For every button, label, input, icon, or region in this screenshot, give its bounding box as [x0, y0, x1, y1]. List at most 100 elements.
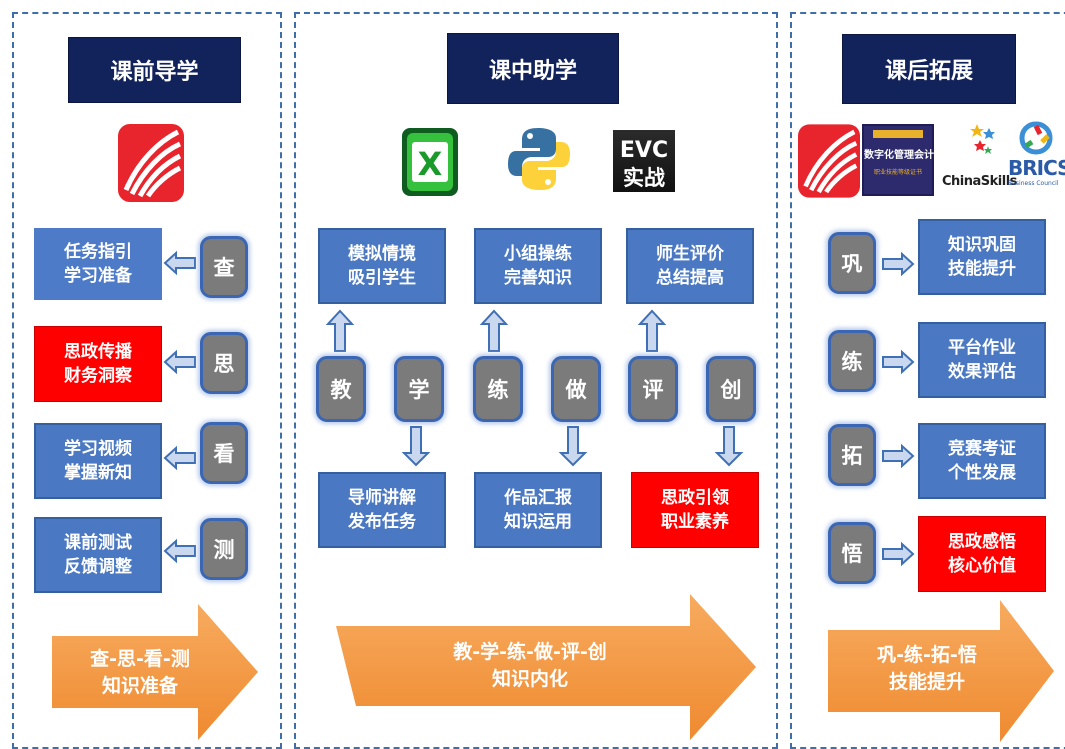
- right-panel: [790, 12, 1065, 749]
- box-line2: 技能提升: [948, 259, 1016, 279]
- box-line1: 作品汇报: [504, 488, 572, 508]
- left-row-1-box: 任务指引 学习准备: [34, 228, 162, 300]
- certificate-subtitle: 职业技能等级证书: [873, 169, 922, 176]
- chinaskills-stars-icon: [970, 124, 995, 154]
- box-line2: 核心价值: [948, 556, 1016, 576]
- box-line2: 个性发展: [948, 463, 1016, 483]
- middle-panel: [294, 12, 778, 749]
- box-line1: 思政传播: [64, 342, 132, 362]
- right-char-gong: 巩: [828, 232, 876, 294]
- box-line2: 掌握新知: [64, 463, 132, 483]
- arrow-line1: 巩-练-拓-悟: [877, 644, 977, 666]
- excel-icon: X: [402, 128, 458, 196]
- box-line2: 发布任务: [348, 512, 416, 532]
- right-panel-title: 课后拓展: [842, 34, 1016, 104]
- left-panel: [12, 12, 282, 749]
- left-row-2-box: 思政传播 财务洞察: [34, 326, 162, 402]
- chinaskills-logo-text: ChinaSkills: [942, 174, 1017, 189]
- evc-logo-icon: EVC 实战: [613, 130, 675, 192]
- left-arrow-text: 查-思-看-测 知识准备: [60, 646, 220, 700]
- arrow-down-icon: [401, 426, 431, 467]
- right-row-2-box: 平台作业 效果评估: [918, 322, 1046, 398]
- right-char-wu: 悟: [828, 522, 876, 584]
- svg-text:EVC: EVC: [620, 138, 668, 163]
- left-process-arrow-icon: [52, 604, 258, 740]
- middle-panel-title: 课中助学: [447, 33, 619, 104]
- box-line1: 平台作业: [948, 338, 1016, 358]
- arrow-right-icon: [882, 443, 915, 469]
- right-row-3-box: 竞赛考证 个性发展: [918, 423, 1046, 499]
- box-line2: 反馈调整: [64, 557, 132, 577]
- right-arrow-text: 巩-练-拓-悟 技能提升: [842, 642, 1012, 696]
- arrow-right-icon: [882, 541, 915, 567]
- mid-char-zuo: 做: [551, 356, 601, 422]
- mid-char-chuang: 创: [706, 356, 756, 422]
- box-line1: 师生评价: [656, 244, 724, 264]
- left-char-cha: 查: [200, 236, 248, 298]
- mid-char-ping: 评: [628, 356, 678, 422]
- box-line2: 财务洞察: [64, 366, 132, 386]
- brics-logo-icon: [1019, 121, 1053, 155]
- mid-top-box-3: 师生评价 总结提高: [626, 228, 754, 304]
- arrow-left-icon: [163, 445, 196, 471]
- box-line1: 课前测试: [64, 533, 132, 553]
- mid-char-lian: 练: [473, 356, 523, 422]
- left-char-ce: 测: [200, 518, 248, 580]
- mid-bottom-box-1: 导师讲解 发布任务: [318, 472, 446, 548]
- mid-top-box-2: 小组操练 完善知识: [474, 228, 602, 304]
- arrow-left-icon: [163, 349, 196, 375]
- left-row-3-box: 学习视频 掌握新知: [34, 423, 162, 499]
- arrow-down-icon: [558, 426, 588, 467]
- box-line1: 模拟情境: [348, 244, 416, 264]
- learning-app-logo-icon: [798, 124, 860, 198]
- arrow-line2: 知识准备: [101, 675, 178, 697]
- left-char-kan: 看: [200, 422, 248, 484]
- arrow-up-icon: [479, 309, 509, 352]
- right-char-tuo: 拓: [828, 424, 876, 486]
- box-line1: 思政感悟: [948, 532, 1016, 552]
- mid-bottom-box-3: 思政引领 职业素养: [631, 472, 759, 548]
- brics-logo-subtext: Business Council: [1008, 180, 1059, 187]
- left-panel-title: 课前导学: [68, 37, 241, 103]
- box-line1: 竞赛考证: [948, 439, 1016, 459]
- box-line2: 学习准备: [64, 266, 132, 286]
- right-char-lian: 练: [828, 330, 876, 392]
- middle-process-arrow-icon: [336, 594, 756, 740]
- certificate-title: 数字化管理会计: [864, 150, 934, 161]
- left-row-4-box: 课前测试 反馈调整: [34, 517, 162, 593]
- mid-char-xue: 学: [394, 356, 444, 422]
- arrow-up-icon: [325, 309, 355, 352]
- box-line2: 完善知识: [504, 268, 572, 288]
- left-char-si: 思: [200, 332, 248, 394]
- arrow-right-icon: [882, 251, 915, 277]
- arrow-left-icon: [163, 250, 196, 276]
- arrow-left-icon: [163, 538, 196, 564]
- box-line1: 任务指引: [64, 242, 132, 262]
- box-line2: 知识运用: [504, 512, 572, 532]
- right-process-arrow-icon: [828, 600, 1054, 742]
- learning-app-logo-icon: [118, 124, 184, 202]
- box-line1: 小组操练: [504, 244, 572, 264]
- arrow-right-icon: [882, 349, 915, 375]
- arrow-line2: 知识内化: [491, 668, 568, 690]
- right-row-4-box: 思政感悟 核心价值: [918, 516, 1046, 592]
- box-line1: 导师讲解: [348, 488, 416, 508]
- box-line1: 知识巩固: [948, 235, 1016, 255]
- mid-bottom-box-2: 作品汇报 知识运用: [474, 472, 602, 548]
- arrow-down-icon: [714, 426, 744, 467]
- box-line2: 职业素养: [661, 512, 729, 532]
- brics-logo-text: BRICS: [1008, 156, 1065, 180]
- box-line2: 总结提高: [656, 268, 724, 288]
- box-line2: 效果评估: [948, 362, 1016, 382]
- box-line1: 学习视频: [64, 439, 132, 459]
- box-line2: 吸引学生: [348, 268, 416, 288]
- certificate-logo: 数字化管理会计 职业技能等级证书: [862, 124, 934, 196]
- python-icon: [508, 128, 570, 190]
- middle-arrow-text: 教-学-练-做-评-创 知识内化: [410, 639, 650, 693]
- mid-char-jiao: 教: [316, 356, 366, 422]
- right-row-1-box: 知识巩固 技能提升: [918, 219, 1046, 295]
- svg-text:实战: 实战: [623, 166, 665, 190]
- arrow-up-icon: [637, 309, 667, 352]
- box-line1: 思政引领: [661, 488, 729, 508]
- mid-top-box-1: 模拟情境 吸引学生: [318, 228, 446, 304]
